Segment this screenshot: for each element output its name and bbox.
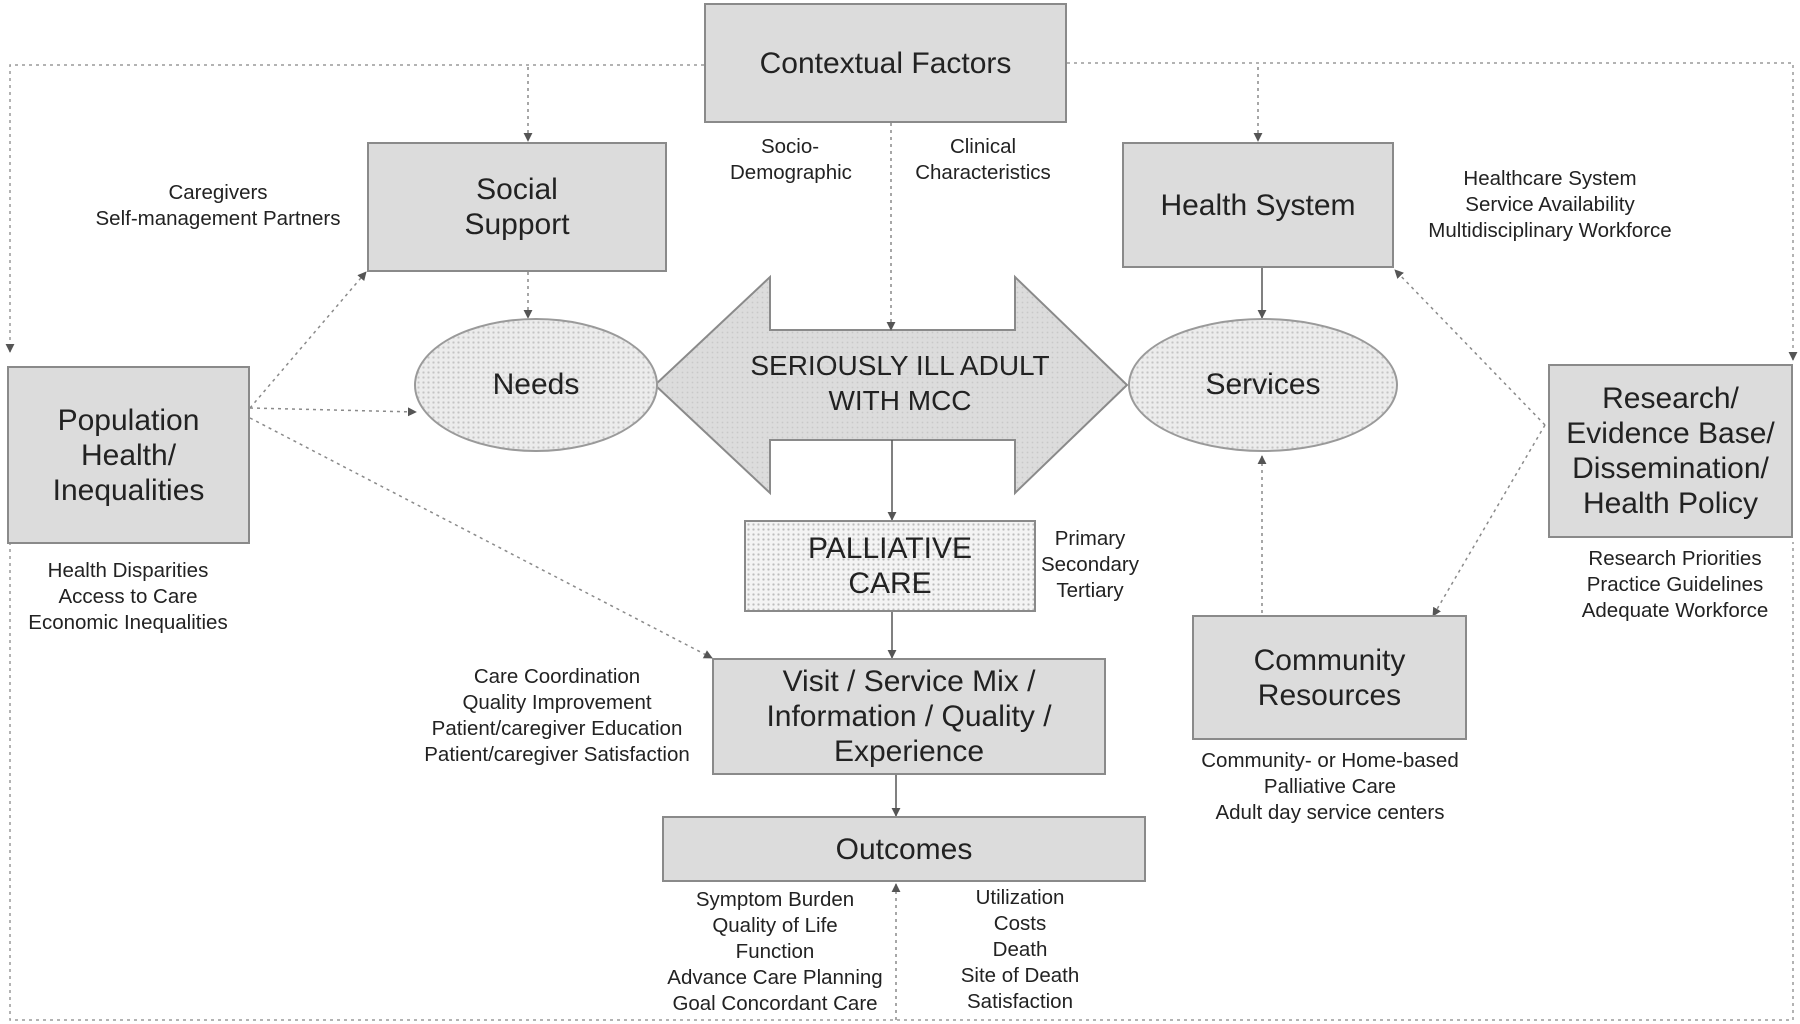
research-line: Health Policy — [1582, 487, 1759, 520]
frame-bottom-line — [9, 542, 1794, 1021]
community-resources-line: Resources — [1257, 678, 1402, 712]
patient-label: SERIOUSLY ILL ADULT WITH MCC — [700, 348, 1100, 418]
services-label: Services — [1205, 368, 1321, 401]
outcomes-box: Outcomes — [662, 816, 1146, 882]
note-line: Patient/caregiver Education — [431, 717, 683, 740]
visit-mix-line: Visit / Service Mix / — [782, 665, 1036, 698]
note-line: Demographic — [730, 161, 852, 184]
visit-mix-line: Experience — [833, 735, 985, 768]
note-line: Access to Care — [58, 585, 198, 608]
health-system-box: Health System — [1122, 142, 1394, 268]
frame-left-line — [5, 64, 704, 353]
social-support-line: Social — [476, 173, 558, 206]
note-line: Primary — [1054, 527, 1126, 550]
note-line: Adequate Workforce — [1581, 599, 1769, 622]
population-note: Health Disparities Access to Care Econom… — [8, 558, 248, 636]
needs-ellipse: Needs — [414, 318, 658, 452]
population-health-box: Population Health/ Inequalities — [7, 366, 250, 544]
note-line: Clinical — [949, 135, 1017, 158]
care-process-note: Care Coordination Quality Improvement Pa… — [412, 664, 702, 768]
social-support-line: Support — [464, 208, 570, 241]
note-line: Caregivers — [168, 181, 268, 204]
population-health-line: Health/ — [80, 438, 177, 472]
note-line: Function — [735, 940, 815, 963]
clinical-characteristics-note: Clinical Characteristics — [903, 134, 1063, 186]
system-outcomes-note: Utilization Costs Death Site of Death Sa… — [935, 885, 1105, 1015]
note-line: Symptom Burden — [695, 888, 855, 911]
arrow-population-to-needs — [249, 407, 417, 417]
palliative-care-line: CARE — [848, 567, 932, 600]
research-line: Dissemination/ — [1572, 452, 1769, 485]
outcomes-label: Outcomes — [835, 832, 973, 866]
note-line: Costs — [993, 912, 1047, 935]
services-ellipse: Services — [1128, 318, 1398, 452]
needs-label: Needs — [492, 368, 580, 401]
note-line: Patient/caregiver Satisfaction — [424, 743, 690, 766]
visit-mix-box: Visit / Service Mix / Information / Qual… — [712, 658, 1106, 775]
patient-double-arrow — [653, 274, 1129, 496]
note-line: Self-management Partners — [95, 207, 341, 230]
contextual-factors-label: Contextual Factors — [759, 46, 1012, 80]
population-health-line: Inequalities — [52, 473, 205, 507]
note-line: Health Disparities — [47, 559, 209, 582]
note-line: Research Priorities — [1588, 547, 1762, 570]
community-note: Community- or Home-based Palliative Care… — [1185, 748, 1475, 826]
patient-outcomes-note: Symptom Burden Quality of Life Function … — [655, 887, 895, 1017]
caregivers-note: Caregivers Self-management Partners — [78, 180, 358, 232]
socio-demographic-note: Socio- Demographic — [730, 134, 852, 186]
note-line: Service Availability — [1465, 193, 1635, 216]
note-line: Satisfaction — [967, 990, 1073, 1013]
note-line: Goal Concordant Care — [672, 992, 878, 1015]
note-line: Tertiary — [1056, 579, 1124, 602]
social-support-box: Social Support — [367, 142, 667, 272]
note-line: Advance Care Planning — [667, 966, 883, 989]
note-line: Characteristics — [915, 161, 1051, 184]
population-health-line: Population — [57, 403, 200, 437]
arrow-population-to-social — [249, 271, 367, 409]
visit-mix-line: Information / Quality / — [766, 700, 1052, 733]
community-resources-line: Community — [1253, 643, 1406, 677]
note-line: Palliative Care — [1263, 775, 1397, 798]
research-box: Research/ Evidence Base/ Dissemination/ … — [1548, 364, 1793, 538]
note-line: Community- or Home-based — [1201, 749, 1459, 772]
palliative-care-line: PALLIATIVE — [808, 532, 972, 565]
note-line: Quality of Life — [712, 914, 838, 937]
note-line: Multidisciplinary Workforce — [1428, 219, 1672, 242]
note-line: Socio- — [760, 135, 820, 158]
note-line: Death — [992, 938, 1048, 961]
note-line: Secondary — [1040, 553, 1139, 576]
community-resources-box: Community Resources — [1192, 615, 1467, 740]
note-line: Economic Inequalities — [28, 611, 228, 634]
note-line: Practice Guidelines — [1586, 573, 1764, 596]
patient-line: SERIOUSLY ILL ADULT — [750, 350, 1050, 381]
health-system-note: Healthcare System Service Availability M… — [1400, 166, 1700, 244]
care-levels-note: Primary Secondary Tertiary — [1035, 526, 1145, 604]
note-line: Site of Death — [960, 964, 1080, 987]
note-line: Adult day service centers — [1215, 801, 1445, 824]
note-line: Healthcare System — [1463, 167, 1637, 190]
note-line: Utilization — [975, 886, 1065, 909]
health-system-label: Health System — [1160, 188, 1356, 222]
research-note: Research Priorities Practice Guidelines … — [1555, 546, 1795, 624]
note-line: Care Coordination — [473, 665, 641, 688]
arrow-research-to-community — [1432, 424, 1546, 617]
contextual-factors-box: Contextual Factors — [704, 3, 1067, 123]
research-line: Research/ — [1602, 382, 1739, 415]
research-line: Evidence Base/ — [1566, 417, 1775, 450]
palliative-care-box: PALLIATIVE CARE — [744, 520, 1036, 612]
patient-line: WITH MCC — [828, 385, 972, 416]
arrow-population-to-visit — [249, 417, 713, 659]
arrow-research-to-health-system — [1394, 269, 1546, 426]
note-line: Quality Improvement — [462, 691, 652, 714]
frame-right-line — [1067, 62, 1798, 361]
